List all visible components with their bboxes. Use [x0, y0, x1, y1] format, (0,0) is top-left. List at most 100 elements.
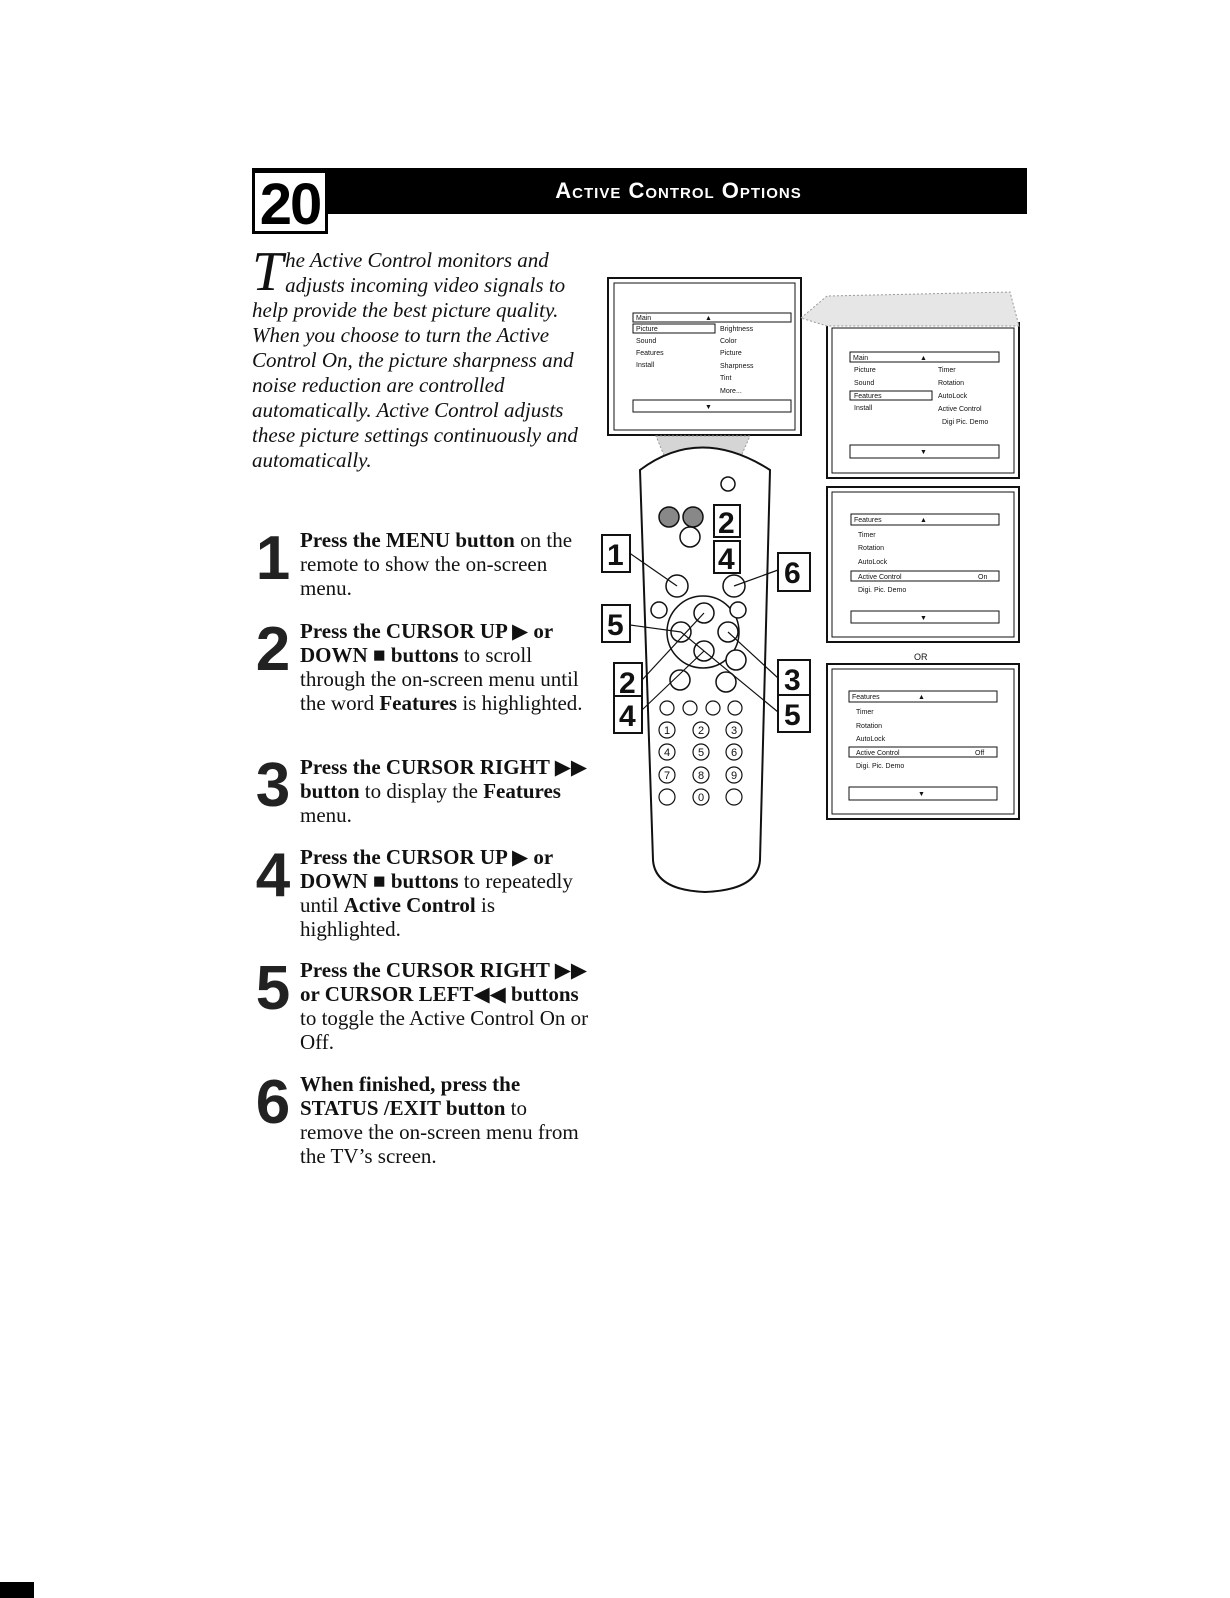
callout-number: 1: [607, 539, 624, 572]
remote-button-icon: [650, 601, 668, 619]
key-7-icon: [658, 766, 676, 784]
page-number: 20: [252, 170, 328, 237]
setting-value: On: [978, 574, 987, 581]
key-8-icon: [692, 766, 710, 784]
menu-item-active-control: Active Control: [856, 750, 900, 757]
keypad-label: 3: [731, 725, 737, 737]
menu-item: Sound: [854, 380, 874, 387]
keypad-label: 6: [731, 747, 737, 759]
keypad-label: 4: [664, 747, 670, 759]
number-keypad: 1 2 3 4 5 6 7 8 9 0: [658, 721, 743, 806]
callout-number: 4: [718, 543, 735, 576]
header-bar: [252, 168, 1027, 214]
remote-button-icon: [682, 700, 698, 716]
remote-button-icon: [705, 700, 721, 716]
keypad-label: 7: [664, 770, 670, 782]
menu-title: Features: [852, 694, 880, 701]
tv-screen-features-on: Features ▲ Timer Rotation AutoLock Activ…: [826, 486, 1020, 643]
key-last-icon: [725, 788, 743, 806]
key-9-icon: [725, 766, 743, 784]
submenu-item: Picture: [720, 350, 742, 357]
step-number: 5: [255, 954, 291, 1023]
submenu-item: Timer: [938, 367, 956, 374]
remote-button-icon: [682, 506, 704, 528]
menu-item: Features: [636, 350, 664, 357]
step-text: When finished, press the STATUS /EXIT bu…: [300, 1072, 579, 1168]
down-arrow-icon: ▼: [705, 404, 712, 411]
menu-title: Main: [853, 355, 868, 362]
callout-number: 5: [607, 609, 624, 642]
step-text: Press the MENU button on the remote to s…: [300, 528, 573, 600]
intro-text: he Active Control monitors and adjusts i…: [252, 248, 578, 472]
remote-control: 1 2 3 4 5 6 7 8 9 0 2 4: [638, 446, 772, 894]
up-arrow-icon: ▲: [705, 315, 712, 322]
volume-button-icon: [669, 669, 691, 691]
key-3-icon: [725, 721, 743, 739]
menu-item: Timer: [858, 532, 876, 539]
step-1: 1 Press the MENU button on the remote to…: [252, 524, 592, 601]
keypad-label: 2: [698, 725, 704, 737]
submenu-item: Active Control: [938, 406, 982, 413]
keypad-label: 8: [698, 770, 704, 782]
step-number: 2: [255, 615, 291, 684]
callout-number: 5: [784, 699, 801, 732]
keypad-label: 1: [664, 725, 670, 737]
menu-title: Main: [636, 315, 651, 322]
tv-screen-features-off: Features ▲ Timer Rotation AutoLock Activ…: [826, 663, 1020, 820]
cursor-pad-icon: [666, 595, 740, 669]
up-arrow-icon: ▲: [920, 517, 927, 524]
tv-screen-main: Main ▲ Picture Sound Features Install Br…: [607, 277, 802, 436]
submenu-item: Color: [720, 338, 737, 345]
menu-item: Install: [854, 405, 873, 412]
menu-item: Sound: [636, 338, 656, 345]
up-arrow-icon: ▲: [918, 694, 925, 701]
keypad-label: 5: [698, 747, 704, 759]
key-cc-icon: [658, 788, 676, 806]
step-2: 2 Press the CURSOR UP ▶ or DOWN ■ button…: [252, 615, 592, 716]
step-5: 5 Press the CURSOR RIGHT ▶▶ or CURSOR LE…: [252, 954, 592, 1055]
submenu-item: Sharpness: [720, 363, 754, 370]
key-6-icon: [725, 743, 743, 761]
intro-dropcap: T: [252, 241, 284, 303]
menu-item: Rotation: [856, 723, 882, 730]
up-arrow-icon: ▲: [920, 355, 927, 362]
step-text: Press the CURSOR UP ▶ or DOWN ■ buttons …: [300, 845, 573, 941]
submenu-item: Tint: [720, 375, 731, 382]
submenu-item: Digi Pic. Demo: [942, 419, 988, 426]
keypad-label: 9: [731, 770, 737, 782]
callout-number: 3: [784, 664, 801, 697]
menu-item: Features: [854, 393, 882, 400]
step-3: 3 Press the CURSOR RIGHT ▶▶ button to di…: [252, 755, 592, 828]
menu-title: Features: [854, 517, 882, 524]
step-text: Press the CURSOR UP ▶ or DOWN ■ buttons …: [300, 619, 583, 715]
key-0-icon: [692, 788, 710, 806]
footer-mark: [0, 1582, 34, 1598]
step-4: 4 Press the CURSOR UP ▶ or DOWN ■ button…: [252, 845, 592, 942]
key-1-icon: [658, 721, 676, 739]
or-label: OR: [914, 652, 928, 662]
remote-button-icon: [679, 526, 701, 548]
submenu-item: AutoLock: [938, 393, 968, 400]
page-title: Active Control Options: [555, 178, 802, 203]
key-4-icon: [658, 743, 676, 761]
step-text: Press the CURSOR RIGHT ▶▶ button to disp…: [300, 755, 588, 827]
menu-item: Picture: [854, 367, 876, 374]
menu-item: Digi. Pic. Demo: [858, 587, 906, 594]
down-arrow-icon: ▼: [920, 615, 927, 622]
menu-item: Install: [636, 362, 655, 369]
step-number: 1: [255, 524, 291, 593]
submenu-item: Rotation: [938, 380, 964, 387]
menu-item: AutoLock: [858, 559, 888, 566]
tv-screen-features-main: Main ▲ Picture Sound Features Install Ti…: [826, 322, 1020, 479]
menu-item: Picture: [636, 326, 658, 333]
menu-item: Rotation: [858, 545, 884, 552]
callout-number: 2: [718, 507, 735, 540]
step-6: 6 When finished, press the STATUS /EXIT …: [252, 1072, 592, 1169]
menu-item: AutoLock: [856, 736, 886, 743]
remote-button-icon: [659, 700, 675, 716]
callouts: 1 5 2 4 6 3 5: [601, 534, 811, 734]
key-5-icon: [692, 743, 710, 761]
channel-down-icon: [715, 671, 737, 693]
submenu-item: More...: [720, 388, 742, 395]
